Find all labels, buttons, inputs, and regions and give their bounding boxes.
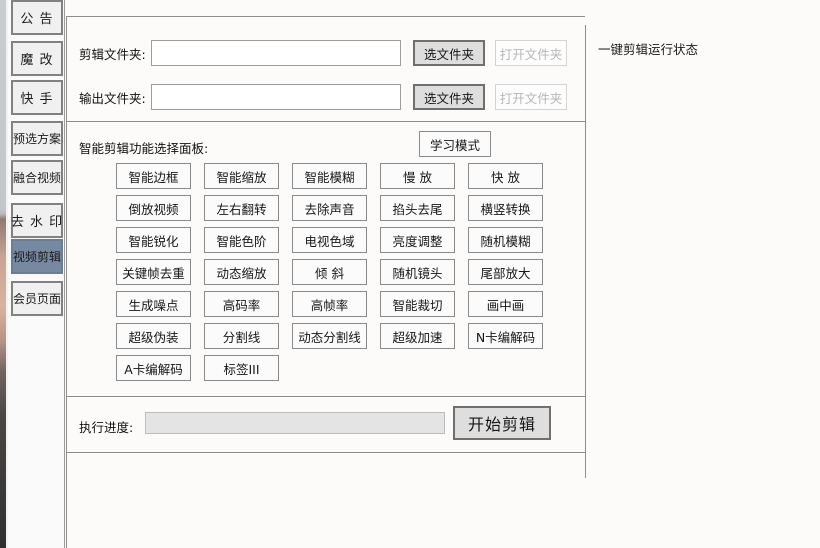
feature-button[interactable]: 关键帧去重 bbox=[116, 259, 191, 285]
feature-button[interactable]: 快 放 bbox=[468, 163, 543, 189]
sidebar-item-preset[interactable]: 预选方案 bbox=[11, 121, 63, 156]
feature-button[interactable]: 生成噪点 bbox=[116, 291, 191, 317]
status-title: 一键剪辑运行状态 bbox=[598, 42, 699, 57]
feature-button[interactable]: 慢 放 bbox=[380, 163, 455, 189]
sidebar-item-video-edit[interactable]: 视频剪辑 bbox=[11, 239, 63, 274]
sidebar-item-merge-video[interactable]: 融合视频 bbox=[11, 160, 63, 195]
feature-button[interactable]: 画中画 bbox=[468, 291, 543, 317]
feature-button[interactable]: 智能锐化 bbox=[116, 227, 191, 253]
left-sidebar: 公 告魔 改快 手预选方案融合视频去 水 印视频剪辑会员页面 bbox=[8, 0, 65, 548]
main-content: 剪辑文件夹:选文件夹打开文件夹输出文件夹:选文件夹打开文件夹 智能剪辑功能选择面… bbox=[66, 0, 820, 548]
folder-row: 剪辑文件夹: 选文件夹打开文件夹 bbox=[67, 39, 567, 67]
feature-button[interactable]: 智能裁切 bbox=[380, 291, 455, 317]
feature-button[interactable]: 左右翻转 bbox=[204, 195, 279, 221]
progress-label: 执行进度: bbox=[79, 420, 134, 435]
open-folder-button: 打开文件夹 bbox=[495, 40, 567, 66]
folder-label: 剪辑文件夹: bbox=[79, 46, 146, 62]
feature-button[interactable]: 动态缩放 bbox=[204, 259, 279, 285]
bottom-blank-panel bbox=[66, 453, 585, 548]
folder-row: 输出文件夹: 选文件夹打开文件夹 bbox=[67, 83, 567, 111]
feature-button[interactable]: 超级伪装 bbox=[116, 323, 191, 349]
folder-path-input[interactable] bbox=[151, 40, 401, 66]
feature-button[interactable]: 智能边框 bbox=[116, 163, 191, 189]
sidebar-item-membership[interactable]: 会员页面 bbox=[11, 281, 63, 316]
sidebar-item-modify[interactable]: 魔 改 bbox=[11, 41, 63, 76]
sidebar-item-announcement[interactable]: 公 告 bbox=[11, 0, 63, 35]
feature-button[interactable]: 高帧率 bbox=[292, 291, 367, 317]
feature-button[interactable]: 超级加速 bbox=[380, 323, 455, 349]
progress-bar bbox=[145, 412, 445, 434]
feature-button[interactable]: 尾部放大 bbox=[468, 259, 543, 285]
folder-selection-panel: 剪辑文件夹:选文件夹打开文件夹输出文件夹:选文件夹打开文件夹 bbox=[66, 16, 585, 122]
feature-button[interactable]: 标签III bbox=[204, 355, 279, 381]
feature-button[interactable]: 倾 斜 bbox=[292, 259, 367, 285]
desktop-background-strip bbox=[0, 0, 6, 548]
feature-button[interactable]: 智能色阶 bbox=[204, 227, 279, 253]
feature-button[interactable]: 高码率 bbox=[204, 291, 279, 317]
feature-panel-title: 智能剪辑功能选择面板: bbox=[79, 141, 209, 156]
feature-button[interactable]: 倒放视频 bbox=[116, 195, 191, 221]
start-edit-button[interactable]: 开始剪辑 bbox=[453, 406, 551, 440]
select-folder-button[interactable]: 选文件夹 bbox=[413, 84, 485, 110]
progress-panel: 执行进度: 开始剪辑 bbox=[66, 397, 585, 453]
open-folder-button: 打开文件夹 bbox=[495, 84, 567, 110]
feature-button[interactable]: 动态分割线 bbox=[292, 323, 367, 349]
feature-button[interactable]: N卡编解码 bbox=[468, 323, 543, 349]
feature-button[interactable]: 智能模糊 bbox=[292, 163, 367, 189]
status-divider bbox=[585, 25, 586, 478]
feature-button[interactable]: 随机镜头 bbox=[380, 259, 455, 285]
select-folder-button[interactable]: 选文件夹 bbox=[413, 40, 485, 66]
folder-path-input[interactable] bbox=[151, 84, 401, 110]
feature-button[interactable]: 分割线 bbox=[204, 323, 279, 349]
folder-label: 输出文件夹: bbox=[79, 90, 146, 106]
sidebar-item-watermark[interactable]: 去 水 印 bbox=[11, 203, 63, 238]
feature-button[interactable]: 随机模糊 bbox=[468, 227, 543, 253]
feature-button-grid: 智能边框智能缩放智能模糊慢 放快 放倒放视频左右翻转去除声音掐头去尾横竖转换智能… bbox=[116, 163, 571, 381]
feature-button[interactable]: 亮度调整 bbox=[380, 227, 455, 253]
feature-button[interactable]: 掐头去尾 bbox=[380, 195, 455, 221]
feature-button[interactable]: 电视色域 bbox=[292, 227, 367, 253]
learn-mode-button[interactable]: 学习模式 bbox=[419, 131, 491, 157]
feature-button[interactable]: 智能缩放 bbox=[204, 163, 279, 189]
feature-button[interactable]: A卡编解码 bbox=[116, 355, 191, 381]
feature-selection-panel: 智能剪辑功能选择面板: 学习模式 智能边框智能缩放智能模糊慢 放快 放倒放视频左… bbox=[66, 122, 585, 397]
sidebar-item-kuaishou[interactable]: 快 手 bbox=[11, 80, 63, 115]
feature-button[interactable]: 横竖转换 bbox=[468, 195, 543, 221]
feature-button[interactable]: 去除声音 bbox=[292, 195, 367, 221]
